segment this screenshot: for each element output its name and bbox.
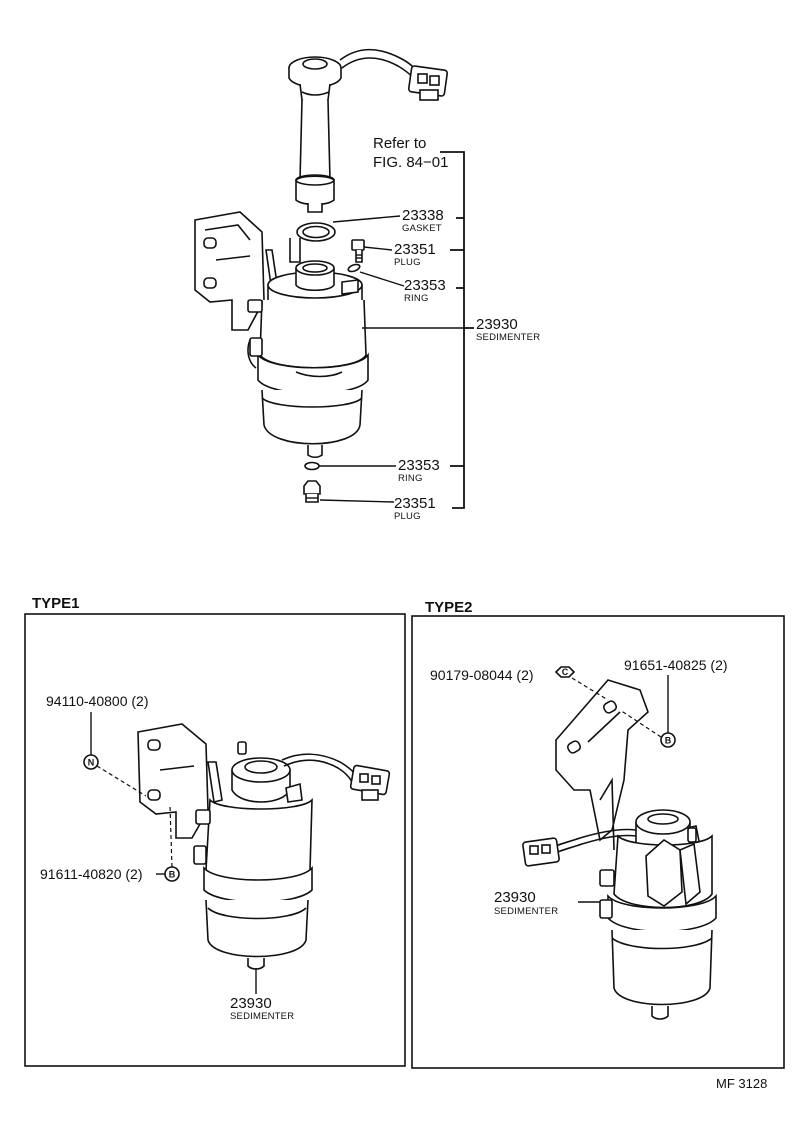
- type1-sedimenter-drawing: [137, 723, 391, 970]
- gasket-part-number: 23338: [402, 207, 444, 224]
- ring-upper-part-name: RING: [404, 293, 429, 304]
- sedimenter-drawing: [194, 211, 369, 459]
- type2-bolt-badge: B: [660, 732, 676, 748]
- sedimenter-part-number: 23930: [476, 316, 518, 333]
- type1-sedimenter-part-name: SEDIMENTER: [230, 1011, 294, 1022]
- type2-sedimenter-part-number: 23930: [494, 889, 536, 906]
- refer-to-label: Refer to: [373, 135, 426, 152]
- refer-figure-label: FIG. 84−01: [373, 154, 448, 171]
- type2-bolt-part-number: 91651-40825 (2): [624, 657, 728, 673]
- type2-bolt-badge-letter: B: [665, 736, 672, 746]
- main-assembly: Refer to FIG. 84−01 23338 GASKET 23351 P…: [194, 48, 540, 522]
- plug-lower-part-name: PLUG: [394, 511, 421, 522]
- ring-upper-drawing: [347, 263, 361, 273]
- ring-lower-drawing: [304, 461, 320, 471]
- type2-title: TYPE2: [425, 599, 473, 616]
- type1-washer-badge-letter: B: [169, 870, 176, 880]
- ring-lower-part-number: 23353: [398, 457, 440, 474]
- type2-nut-badge-letter: C: [562, 667, 569, 677]
- type1-sedimenter-part-number: 23930: [230, 995, 272, 1012]
- type1-bolt-badge-letter: N: [88, 758, 95, 768]
- sedimenter-part-name: SEDIMENTER: [476, 332, 540, 343]
- gasket-part-name: GASKET: [402, 223, 442, 234]
- gasket-drawing: [296, 222, 336, 242]
- type2-sedimenter-part-name: SEDIMENTER: [494, 906, 558, 917]
- type1-panel: TYPE1: [24, 595, 406, 1067]
- type1-washer-part-number: 91611-40820 (2): [40, 866, 142, 882]
- figure-code: MF 3128: [716, 1076, 767, 1091]
- plug-upper-part-number: 23351: [394, 241, 436, 258]
- plug-lower-part-number: 23351: [394, 495, 436, 512]
- sensor-switch-drawing: [288, 48, 449, 213]
- plug-lower-drawing: [303, 480, 321, 503]
- type1-title: TYPE1: [32, 595, 80, 612]
- type2-panel: TYPE2: [411, 599, 785, 1069]
- type2-frame: [411, 615, 785, 1069]
- type2-nut-part-number: 90179-08044 (2): [430, 667, 534, 683]
- ring-upper-part-number: 23353: [404, 277, 446, 294]
- type2-nut-badge: C: [554, 666, 576, 678]
- type1-frame: [24, 613, 406, 1067]
- plug-upper-drawing: [351, 239, 365, 263]
- leader-lines: [319, 151, 474, 509]
- type1-bolt-part-number: 94110-40800 (2): [46, 693, 148, 709]
- type2-sedimenter-drawing: [522, 679, 717, 1020]
- type1-washer-badge: B: [164, 866, 180, 882]
- ring-lower-part-name: RING: [398, 473, 423, 484]
- type1-bolt-badge: N: [83, 754, 99, 770]
- plug-upper-part-name: PLUG: [394, 257, 421, 268]
